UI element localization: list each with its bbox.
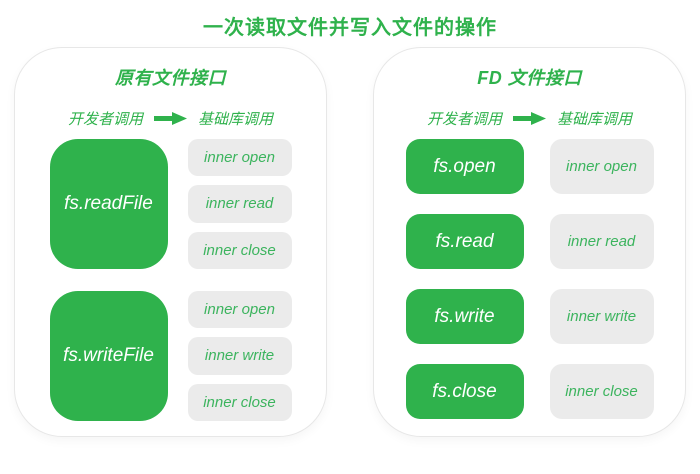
api-label: fs.writeFile	[63, 345, 154, 366]
inner-call-box: inner close	[187, 383, 292, 421]
right-arrow-icon	[513, 111, 546, 125]
panel-title: 原有文件接口	[115, 68, 226, 88]
api-label: fs.close	[432, 380, 497, 402]
page-title: 一次读取文件并写入文件的操作	[203, 17, 497, 39]
developer-call-label: 开发者调用	[426, 110, 502, 128]
inner-call-column: inner open inner read inner close	[187, 139, 292, 269]
api-label: fs.readFile	[64, 193, 153, 214]
api-label: fs.open	[433, 155, 496, 177]
inner-call-box: inner open	[187, 139, 292, 177]
inner-call-box: inner close	[187, 231, 292, 269]
panel-original-file-api: 原有文件接口 开发者调用 基础库调用 fs.readFile inner ope…	[14, 47, 327, 437]
inner-call-box: inner close	[549, 364, 654, 419]
api-box-fs-open: fs.open	[405, 139, 524, 194]
api-label: fs.read	[435, 230, 494, 252]
api-box-fs-read: fs.read	[405, 214, 524, 269]
panels-container: 原有文件接口 开发者调用 基础库调用 fs.readFile inner ope…	[0, 47, 700, 437]
inner-call-box: inner read	[187, 185, 292, 223]
api-box-fs-writefile: fs.writeFile	[49, 291, 168, 421]
panel-title: FD 文件接口	[477, 68, 582, 88]
caller-row: 开发者调用 基础库调用	[374, 108, 685, 128]
api-label: fs.write	[434, 305, 495, 327]
api-box-fs-write: fs.write	[405, 289, 524, 344]
call-mapping-list: fs.open inner open fs.read inner read fs…	[374, 139, 685, 419]
library-call-label: 基础库调用	[198, 110, 274, 128]
inner-call-box: inner read	[549, 214, 654, 269]
call-row-read: fs.read inner read	[374, 214, 685, 269]
call-row-close: fs.close inner close	[374, 364, 685, 419]
api-box-fs-close: fs.close	[405, 364, 524, 419]
inner-call-box: inner write	[549, 289, 654, 344]
api-box-fs-readfile: fs.readFile	[49, 139, 168, 269]
inner-call-box: inner open	[549, 139, 654, 194]
right-arrow-icon	[154, 111, 187, 125]
panel-fd-file-api: FD 文件接口 开发者调用 基础库调用 fs.open inner open	[373, 47, 686, 437]
call-group-writefile: fs.writeFile inner open inner write inne…	[15, 291, 326, 421]
call-group-readfile: fs.readFile inner open inner read inner …	[15, 139, 326, 269]
library-call-label: 基础库调用	[557, 110, 633, 128]
caller-row: 开发者调用 基础库调用	[15, 108, 326, 128]
call-row-open: fs.open inner open	[374, 139, 685, 194]
inner-call-box: inner open	[187, 291, 292, 329]
inner-call-box: inner write	[187, 337, 292, 375]
call-row-write: fs.write inner write	[374, 289, 685, 344]
inner-call-column: inner open inner write inner close	[187, 291, 292, 421]
call-mapping-list: fs.readFile inner open inner read inner …	[15, 139, 326, 421]
file-api-infographic: 一次读取文件并写入文件的操作 原有文件接口 开发者调用 基础库调用 fs.rea…	[0, 17, 700, 437]
developer-call-label: 开发者调用	[67, 110, 143, 128]
